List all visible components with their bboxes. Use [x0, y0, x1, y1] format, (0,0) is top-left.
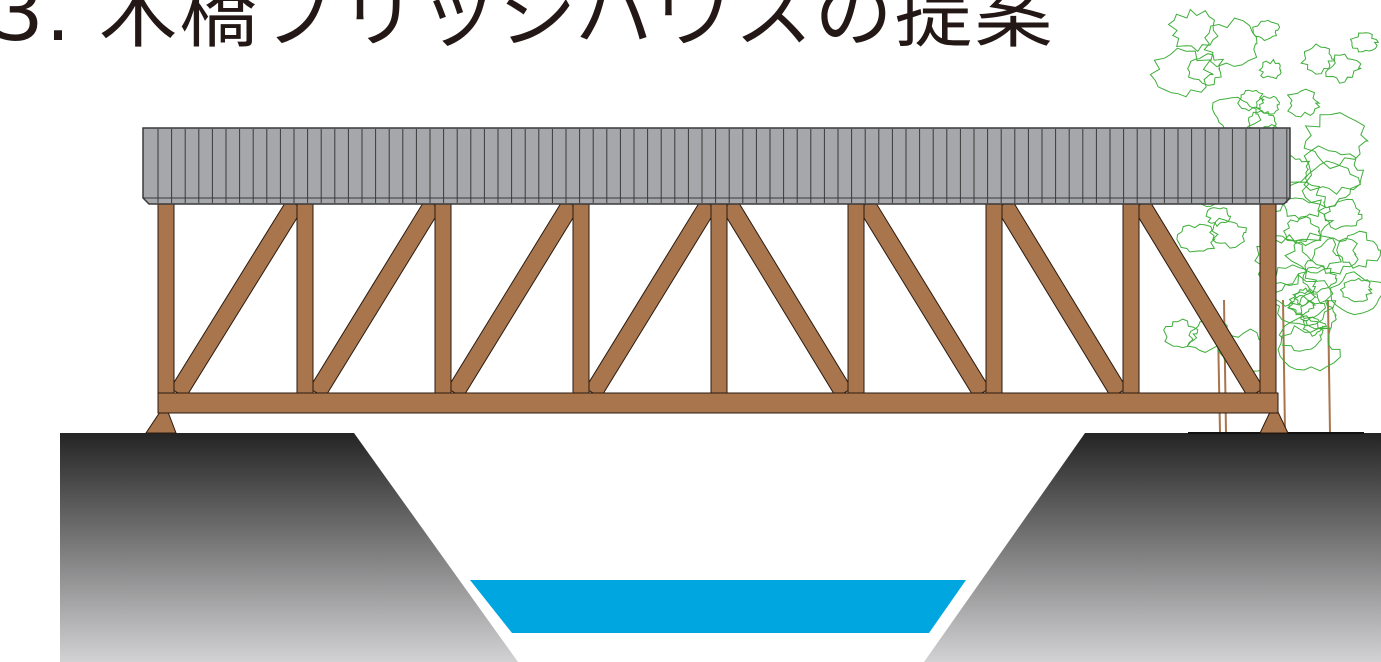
page-title: 3. 木橋ブリッジハウスの提案	[0, 0, 1055, 59]
truss-diagonal	[308, 198, 442, 399]
truss-diagonal	[857, 198, 991, 399]
tree-foliage	[1205, 207, 1232, 228]
river-water	[470, 580, 966, 633]
truss-post	[1259, 203, 1277, 394]
tree-foliage	[1300, 299, 1338, 330]
left-support	[145, 411, 177, 434]
tree-foliage	[1302, 265, 1338, 294]
tree-foliage	[1256, 95, 1280, 115]
tree-foliage	[1268, 273, 1337, 327]
roof-panel	[142, 127, 1291, 205]
tree-foliage	[1258, 58, 1282, 80]
tree-foliage	[1167, 8, 1219, 53]
tree-foliage	[1187, 53, 1225, 86]
tree-foliage	[1237, 89, 1265, 112]
bridge-supports	[145, 411, 1289, 434]
tree-foliage	[1287, 288, 1327, 320]
truss-post	[296, 203, 314, 394]
truss-diagonal	[169, 198, 304, 399]
tree-foliage	[1286, 88, 1321, 118]
tree-foliage	[1349, 32, 1380, 53]
bridge-deck	[157, 392, 1279, 414]
tree-foliage	[1254, 234, 1313, 287]
right-bank	[924, 433, 1381, 662]
tree-foliage	[1163, 318, 1199, 349]
tree-canopy	[1149, 8, 1381, 374]
tree-foliage	[1284, 232, 1343, 274]
tree-foliage	[1209, 217, 1247, 249]
truss-diagonal	[446, 198, 580, 399]
truss-diagonal	[584, 198, 718, 399]
tree-foliage	[1203, 17, 1258, 68]
left-bank	[60, 433, 518, 662]
tree-foliage	[1149, 47, 1214, 98]
tree-foliage	[1339, 277, 1373, 303]
truss-diagonal	[1132, 198, 1265, 399]
tree-foliage	[1176, 223, 1219, 253]
tree-trunk	[1327, 299, 1331, 434]
tree-foliage	[1303, 145, 1365, 195]
truss-post	[847, 203, 865, 394]
truss-post	[1122, 203, 1140, 394]
truss-post	[157, 203, 175, 394]
truss-post	[985, 203, 1003, 394]
tree-foliage	[1300, 43, 1336, 75]
bridge-roof	[142, 127, 1291, 205]
tree-foliage	[1301, 160, 1362, 209]
truss-post	[710, 203, 728, 394]
tree-foliage	[1311, 237, 1359, 275]
tree-foliage	[1303, 112, 1370, 170]
tree-foliage	[1323, 198, 1363, 230]
truss-post	[572, 203, 590, 394]
truss-diagonal	[995, 198, 1128, 399]
tree-foliage	[1277, 324, 1341, 372]
tree-foliage	[1283, 215, 1322, 247]
timber-truss	[157, 198, 1277, 399]
tree-foliage	[1302, 316, 1328, 337]
truss-diagonal	[720, 198, 853, 399]
tree-foliage	[1252, 19, 1281, 42]
tree-foliage	[1325, 53, 1362, 84]
tree-foliage	[1336, 230, 1381, 269]
truss-post	[434, 203, 452, 394]
tree-foliage	[1330, 271, 1381, 316]
tree-foliage	[1288, 294, 1317, 316]
tree-trunk	[1282, 299, 1286, 434]
trees	[1149, 8, 1381, 434]
